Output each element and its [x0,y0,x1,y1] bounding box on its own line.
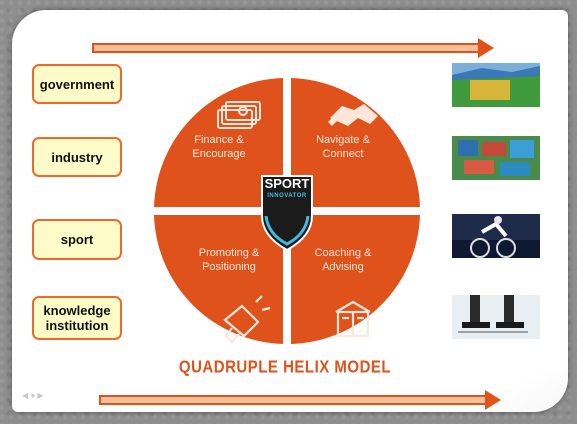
slide-controls[interactable]: ◀ ● ▶ [22,391,44,400]
label-line: Promoting & [198,247,260,259]
shield-subtitle: INNOVATOR [267,193,307,199]
quadrant-promoting-label: Promoting & Positioning [174,246,284,274]
quadrant-coaching [291,215,420,344]
slide: government industry sport knowledge inst… [12,10,568,412]
label-line: Navigate & [316,134,370,146]
stadium-photo [452,63,540,107]
handshake-icon [328,104,378,126]
top-arrow [92,38,494,58]
quadrant-navigate-label: Navigate & Connect [288,133,398,161]
actor-label-line1: knowledge [43,303,111,318]
quadrant-coaching-label: Coaching & Advising [288,246,398,274]
actor-label: industry [51,149,103,165]
open-book-icon [335,300,371,338]
sport-innovator-shield [261,175,313,252]
quadrant-navigate [291,78,420,207]
actor-industry: industry [32,137,122,177]
sports-park-aerial-photo [452,136,540,180]
megaphone-icon [223,295,271,344]
label-line: Coaching & [314,247,372,259]
bottom-arrow [99,390,501,410]
ice-skater-skates-photo [452,295,540,339]
money-stack-icon [217,101,261,129]
actor-label: government [39,76,115,92]
label-line: Finance & [194,134,244,146]
actor-sport: sport [32,219,122,260]
actor-label: sport [60,232,94,247]
actor-label-line2: institution [45,318,109,333]
label-line: Connect [322,148,364,160]
label-line: Advising [322,261,364,273]
track-cyclist-photo [452,214,540,258]
label-line: Positioning [202,261,256,273]
actor-government: government [32,64,122,104]
label-line: Encourage [192,148,246,160]
quadrant-promoting [154,215,283,344]
model-title: QUADRUPLE HELIX MODEL [178,357,392,378]
actor-knowledge-institution: knowledge institution [32,296,122,340]
shield-title: SPORT [264,176,310,191]
quadrant-finance-label: Finance & Encourage [164,133,274,161]
diagram-canvas [154,63,540,344]
